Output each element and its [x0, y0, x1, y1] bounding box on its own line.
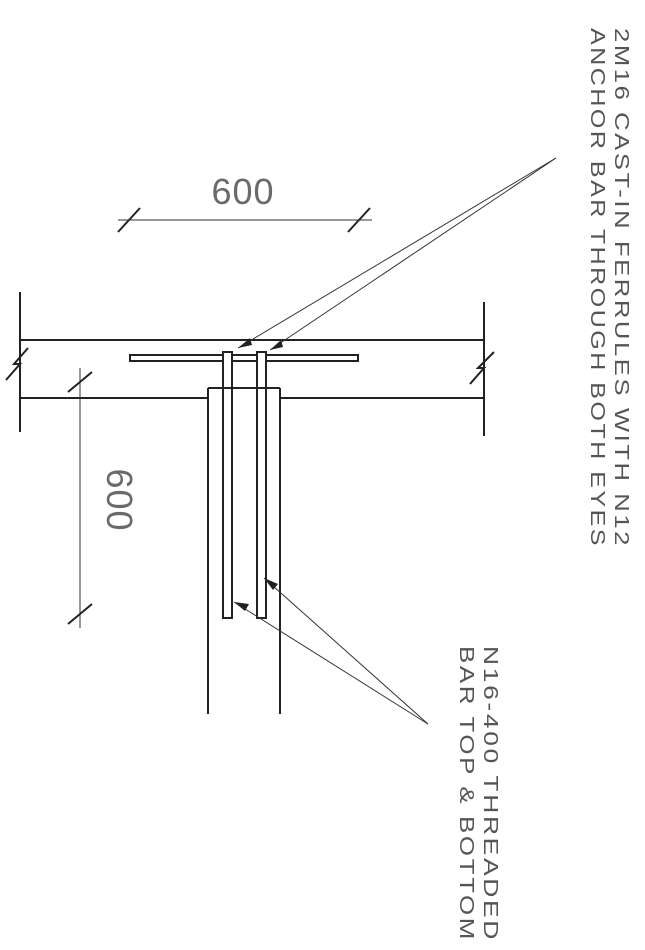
threaded-bar-right [256, 387, 267, 619]
threaded-bar-leader-1 [263, 577, 429, 725]
threaded-bar-leader-arrow-1 [264, 578, 278, 590]
vertical-dimension-value: 600 [99, 468, 140, 531]
vertical-dimension-tick-bottom [67, 603, 93, 625]
ferrules-note-line-1: 2M16 CAST-IN FERRULES WITH N12 [610, 28, 632, 548]
right-break-mark [469, 351, 495, 385]
threaded-bar-note: N16-400 THREADED BAR TOP & BOTTOM [455, 646, 501, 942]
horizontal-dimension-tick-left [117, 207, 141, 233]
ferrules-leader-arrow-1 [238, 338, 252, 348]
horizontal-dimension-tick-right [347, 207, 371, 233]
ferrules-note: 2M16 CAST-IN FERRULES WITH N12 ANCHOR BA… [586, 28, 632, 548]
threaded-bar-leaders [233, 577, 429, 725]
threaded-bar-note-line-1: N16-400 THREADED [479, 646, 501, 942]
left-break-mark [5, 347, 29, 381]
horizontal-member [5, 292, 495, 436]
ferrules-note-line-2: ANCHOR BAR THROUGH BOTH EYES [586, 28, 608, 548]
ferrules-leader-arrow-2 [270, 340, 283, 350]
vertical-dimension-tick-top [67, 371, 93, 393]
ferrules-leader-1 [237, 157, 557, 349]
threaded-bar-leader-2 [233, 601, 429, 725]
ferrules-leaders [237, 157, 557, 351]
ferrule-right [256, 351, 267, 389]
threaded-bar-note-line-2: BAR TOP & BOTTOM [455, 646, 477, 942]
threaded-bar-left [222, 387, 233, 619]
anchor-bar [129, 354, 359, 362]
ferrule-left [222, 351, 233, 389]
horizontal-dimension: 600 [117, 171, 372, 233]
threaded-bar-leader-arrow-2 [234, 602, 249, 611]
vertical-dimension: 600 [67, 368, 140, 628]
horizontal-dimension-value: 600 [211, 171, 274, 212]
ferrules-leader-2 [269, 157, 557, 351]
vertical-member [207, 387, 281, 714]
